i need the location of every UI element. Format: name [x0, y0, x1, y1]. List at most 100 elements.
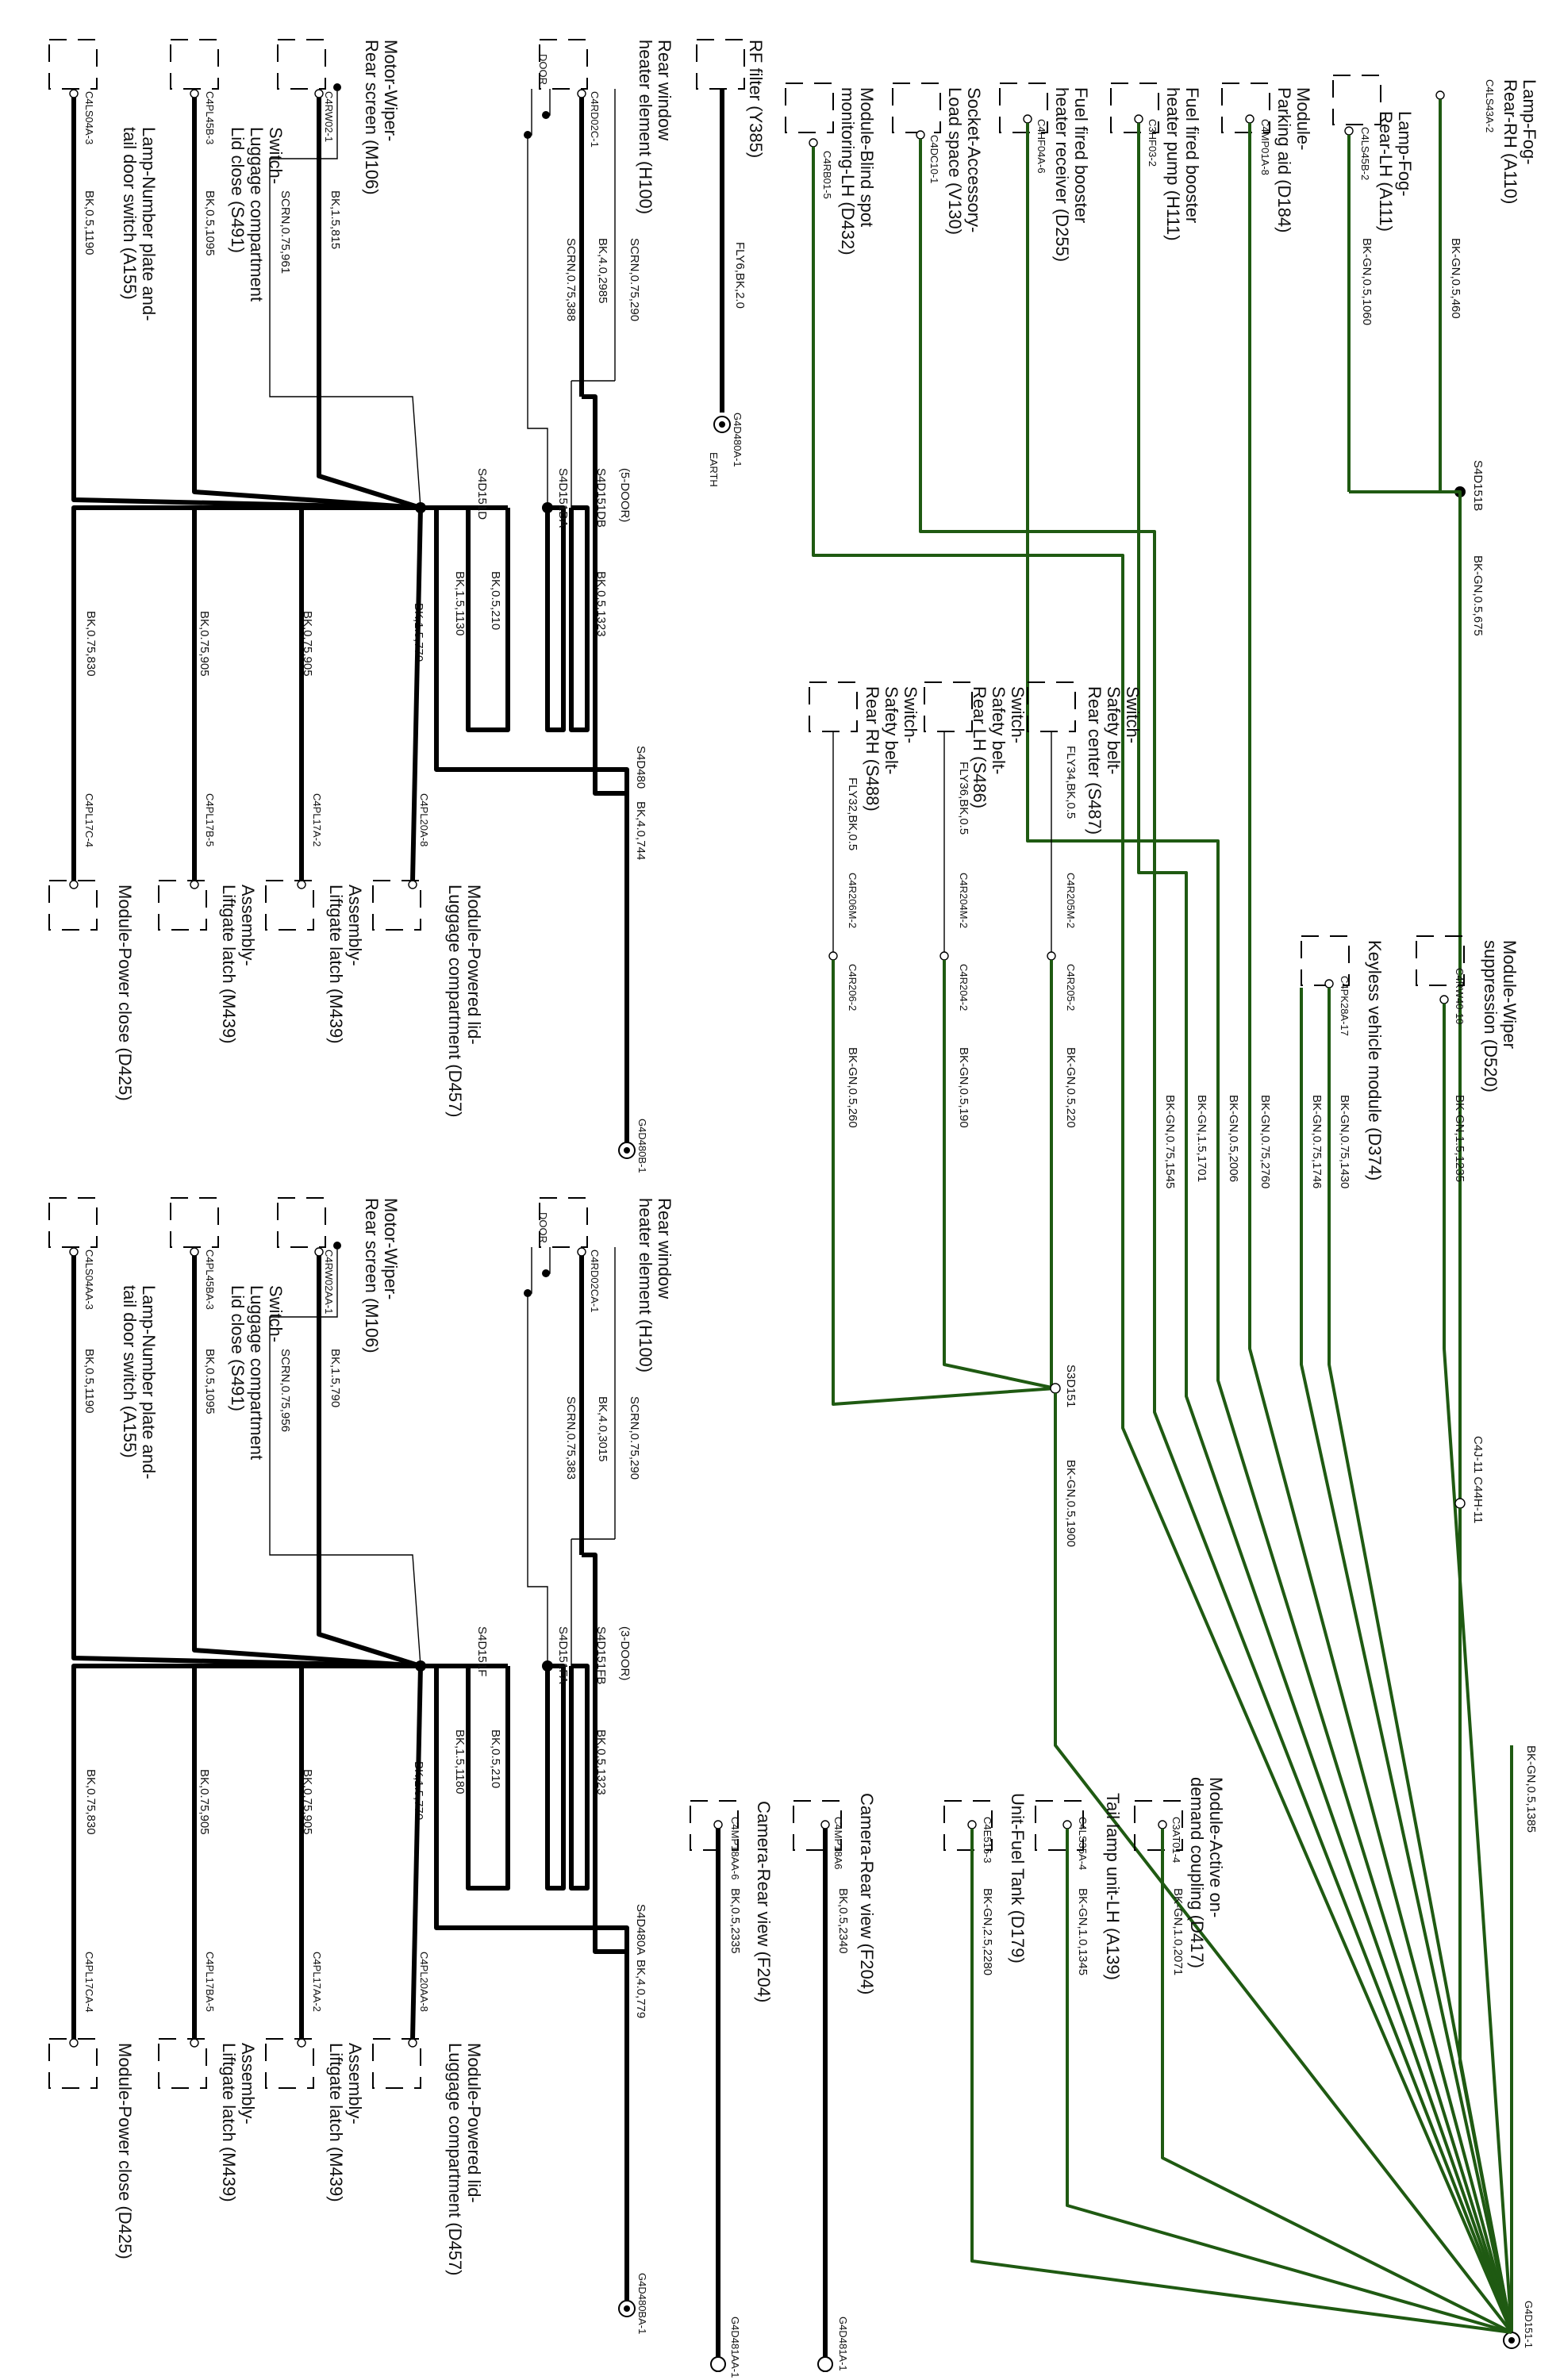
door-label: DOOR — [537, 54, 549, 85]
number-plate-wire-label: BK,0.5,1190 — [83, 190, 96, 255]
rf-filter-box — [696, 39, 745, 90]
camera2-wire-label: BK,0.5,2335 — [728, 1888, 742, 1954]
parking-box — [1221, 83, 1270, 133]
green-ground-label: G4D151-1 — [1523, 2301, 1535, 2348]
booster-recv-wire-label: BK-GN,0.5,2006 — [1227, 1095, 1240, 1182]
main-wire-label: BK,4.0,744 — [634, 801, 647, 860]
wiper-motor-box-b — [277, 1197, 326, 1248]
tail-lh-box — [1035, 1800, 1084, 1851]
rf-filter-wire-label: FLY6,BK,2.0 — [733, 242, 747, 309]
latch1-box-b — [265, 2038, 314, 2089]
splice-151b-wire-label: BK-GN,0.5,675 — [1471, 555, 1485, 636]
fuel-tank-wire-label: BK-GN,2.5,2280 — [981, 1888, 994, 1975]
fog-rh-box — [1332, 75, 1381, 125]
rear-heater-b-wire-label: BK,4.0,3015 — [596, 1396, 609, 1462]
camera1-ground-label: G4D481A-1 — [837, 2317, 849, 2371]
belt-rh-label-1: Switch- — [901, 686, 920, 743]
rear-heater-b-scrn-label: SCRN,0.75,290 — [628, 1396, 641, 1480]
power-close-box — [48, 880, 98, 931]
earth-label: EARTH — [708, 452, 720, 487]
latch1-pin: C4PL17A-2 — [311, 793, 323, 846]
rear-heater-pin: C4RD02C-1 — [589, 91, 601, 148]
blind-spot-box — [785, 83, 834, 133]
lid-switch-label-1: Switch- — [266, 127, 286, 184]
power-close-b-pin: C4PL17CA-4 — [83, 1952, 95, 2013]
splice-db-label: S4D151DB — [594, 468, 608, 528]
wiper-motor-pin: C4RW02-1 — [323, 91, 335, 142]
powered-lid-b-label-2: Luggage compartment (D457) — [445, 2043, 465, 2276]
blind-spot-label-2: monitoring-LH (D432) — [838, 87, 858, 255]
powered-lid-b-pin: C4PL20AA-8 — [418, 1952, 430, 2012]
lid-switch-b-pin: C4PL45BA-3 — [204, 1250, 216, 1310]
parking-label-1: Module- — [1293, 87, 1313, 150]
latch1-b-label-2: Liftgate latch (M439) — [326, 2043, 346, 2202]
wiper-supp-label-2: suppression (D520) — [1481, 940, 1500, 1092]
top-ground-label: G4D480B-1 — [636, 1119, 648, 1173]
rear-heater-b-label-1: Rear window — [655, 1198, 674, 1299]
power-close-label: Module-Power close (D425) — [115, 885, 135, 1101]
lid-switch-wire-label: BK,0.5,1095 — [203, 190, 217, 256]
lid-switch-b-wire-label: BK,0.5,1095 — [203, 1349, 217, 1415]
number-plate-label-1: Lamp-Number plate and- — [139, 127, 159, 321]
number-plate-label-2: tail door switch (A155) — [120, 127, 140, 300]
tail-lh-pin: C4LS35A-4 — [1077, 1817, 1089, 1870]
awd-label-1: Module-Active on- — [1206, 1777, 1226, 1917]
main-b-wire-label: BK,4.0,779 — [634, 1960, 647, 2018]
belt-rh-pin-b: C4R206-2 — [847, 964, 859, 1011]
socket-label-1: Socket-Accessory- — [964, 87, 984, 232]
bottom-ground-label: G4D480BA-1 — [636, 2273, 648, 2334]
power-close-pin: C4PL17C-4 — [83, 793, 95, 847]
belt-center-pin-b: C4R205-2 — [1065, 964, 1077, 1011]
number-plate-box-b — [48, 1197, 98, 1248]
splice-sd151-wire-label: BK-GN,0.5,1900 — [1064, 1460, 1078, 1547]
rear-heater-box — [539, 39, 588, 90]
fog-lh-wire-label: BK-GN,0.5,1060 — [1360, 238, 1374, 325]
belt-center-wire1: FLY34,BK,0.5 — [1064, 746, 1078, 819]
wire-b-830-label: BK,0.75,830 — [84, 1769, 98, 1835]
wiper-supp-pin: C4RW40-10 — [1454, 968, 1466, 1024]
lid-switch-label-3: Lid close (S491) — [228, 127, 248, 253]
belt-lh-pin-a: C4R204M-2 — [958, 873, 970, 928]
rear-heater-label-2: heater element (H100) — [636, 40, 655, 214]
powered-lid-box-b — [372, 2038, 421, 2089]
latch1-box — [265, 880, 314, 931]
lid-switch-pin: C4PL45B-3 — [204, 91, 216, 144]
camera2-box — [690, 1800, 739, 1851]
camera1-wire-label: BK,0.5,2340 — [836, 1888, 850, 1954]
wire-b-905b-label: BK,0.75,905 — [198, 1769, 211, 1835]
number-plate-box — [48, 39, 98, 90]
fog-lh-label-1: Lamp-Fog- — [1395, 111, 1415, 197]
camera1-box — [793, 1800, 842, 1851]
latch2-box — [158, 880, 207, 931]
keyless-wire-a: BK-GN,0.75,1430 — [1338, 1095, 1351, 1188]
splice-b-main-label: S4D480A — [634, 1904, 647, 1955]
lid-switch-box — [170, 39, 219, 90]
belt-lh-pin-b: C4R204-2 — [958, 964, 970, 1011]
belt-rh-label-2: Safety belt- — [882, 686, 901, 774]
camera2-ground-label: G4D481AA-1 — [729, 2317, 741, 2378]
wiper-supp-label-1: Module-Wiper — [1500, 940, 1520, 1049]
socket-wire-label: BK-GN,0.75,1545 — [1163, 1095, 1177, 1188]
parking-pin: C4MP01A-8 — [1259, 119, 1271, 175]
awd-box — [1134, 1800, 1183, 1851]
splice-d-label: S4D151D — [475, 468, 489, 520]
booster-recv-label-2: heater receiver (D255) — [1052, 87, 1072, 262]
latch2-pin: C4PL17B-5 — [204, 793, 216, 846]
belt-lh-box — [924, 681, 973, 732]
belt-lh-wire1: FLY36,BK,0.5 — [957, 762, 970, 835]
wire-830-label: BK,0.75,830 — [84, 611, 98, 677]
wiper-motor-b-pin: C4RW02AA-1 — [323, 1250, 335, 1314]
wire-905-label: BK,0.75,905 — [301, 611, 314, 677]
camera1-label: Camera-Rear view (F204) — [857, 1793, 877, 1994]
parking-label-2: Parking aid (D184) — [1274, 87, 1294, 232]
lid-switch-b-label-1: Switch- — [266, 1285, 286, 1342]
lid-switch-box-b — [170, 1197, 219, 1248]
ground-label: G4D480A-1 — [732, 413, 743, 467]
rear-heater-b-label-2: heater element (H100) — [636, 1198, 655, 1372]
rear-heater-b-pin: C4RD02CA-1 — [589, 1250, 601, 1312]
powered-lid-b-label-1: Module-Powered lid- — [464, 2043, 484, 2203]
top-ground-section: RF filter (Y385) FLY6,BK,2.0 G4D480A-1 E… — [48, 39, 766, 1173]
booster-pump-box — [1110, 83, 1159, 133]
